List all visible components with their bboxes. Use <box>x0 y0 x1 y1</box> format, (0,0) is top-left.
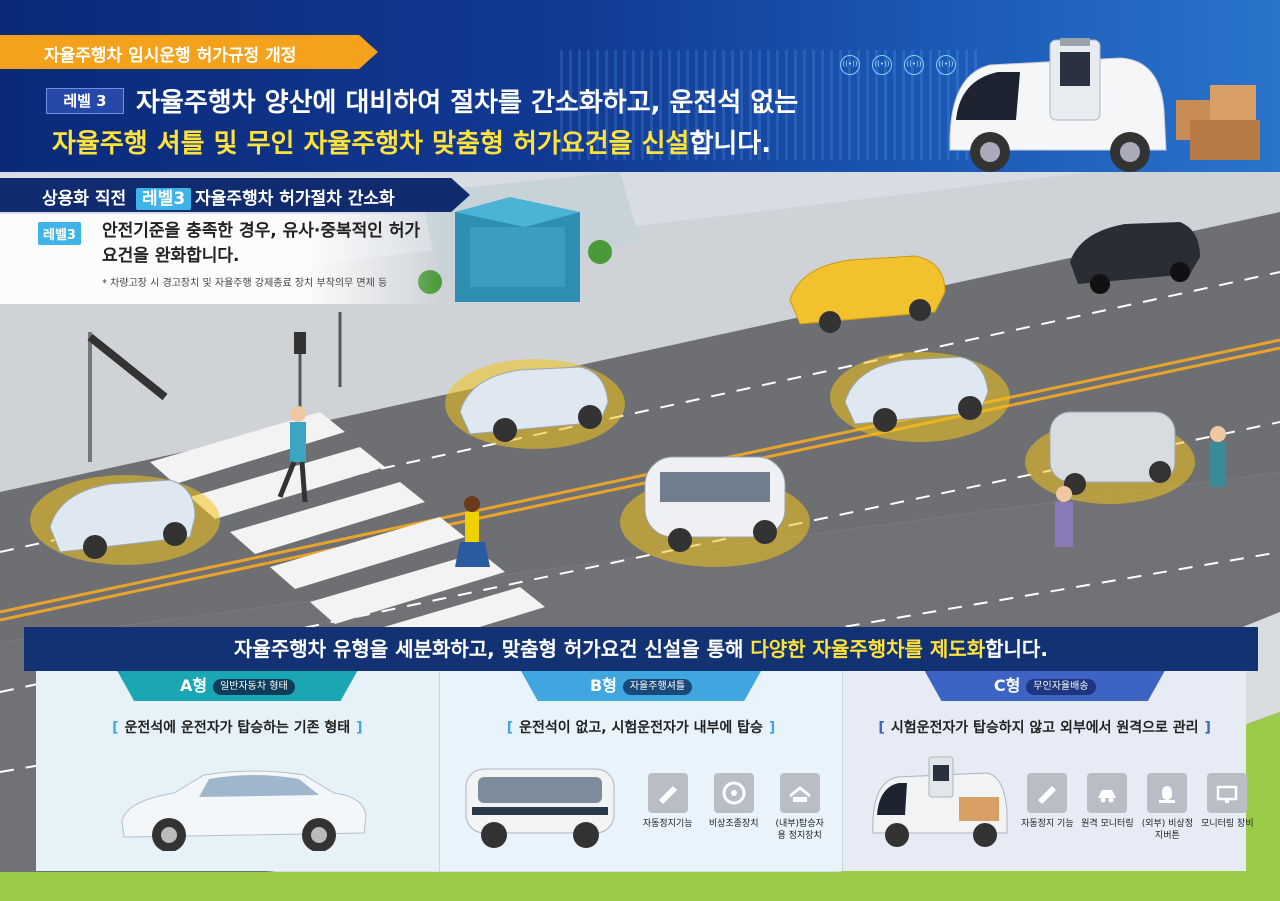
type-b-desc-text: 운전석이 없고, 시험운전자가 내부에 탑승 <box>519 720 763 736</box>
type-c-desc-text: 시험운전자가 탑승하지 않고 외부에서 원격으로 관리 <box>890 720 1199 736</box>
section2-title: 자율주행차 유형을 세분화하고, 맞춤형 허가요건 신설을 통해 다양한 자율주… <box>24 627 1258 671</box>
panel-type-b: B형 자율주행셔틀 [운전석이 없고, 시험운전자가 내부에 탑승] 자동정지기능… <box>439 671 844 871</box>
monitoring-device-icon <box>1207 773 1248 813</box>
panel-type-a: A형 일반자동차 형태 [운전석에 운전자가 탑승하는 기존 형태] <box>36 671 440 871</box>
header: ((•)) ((•)) ((•)) ((•)) <box>0 0 1280 172</box>
type-a-sub: 일반자동차 형태 <box>213 679 295 695</box>
header-banner: 자율주행차 임시운행 허가규정 개정 <box>0 35 378 69</box>
type-panels: A형 일반자동차 형태 [운전석에 운전자가 탑승하는 기존 형태] B형 자율주행… <box>36 671 1254 871</box>
type-b-desc: [운전석이 없고, 시험운전자가 내부에 탑승] <box>506 720 776 736</box>
feature-item: 자동정지기능 <box>640 773 696 842</box>
signal-icon: ((•)) <box>840 55 860 75</box>
type-b-features: 자동정지기능 비상조종장치 (내부)탑승자용 정지장치 <box>640 773 828 842</box>
feature-item: 원격 모니터링 <box>1079 773 1135 842</box>
section2-title-highlight: 다양한 자율주행차를 제도화 <box>750 637 986 661</box>
grass-strip <box>0 872 1280 901</box>
section1-title: 자율주행차 허가절차 간소화 <box>195 189 395 209</box>
feature-item: 비상조종장치 <box>706 773 762 842</box>
panel-type-c: C형 무인자율배송 [시험운전자가 탑승하지 않고 외부에서 원격으로 관리] 자… <box>843 671 1254 871</box>
emergency-control-icon <box>713 773 754 813</box>
section1-badge: 레벨3 <box>136 188 192 210</box>
boarding-stop-icon <box>779 773 820 813</box>
type-b-sub: 자율주행셔틀 <box>622 679 693 695</box>
tab-type-c: C형 무인자율배송 <box>924 671 1165 701</box>
type-c-features: 자동정지 기능 원격 모니터링 (외부) 비상정지버튼 모니터링 장비 <box>1019 773 1255 842</box>
auto-stop-icon <box>1027 773 1068 813</box>
type-c-desc: [시험운전자가 탑승하지 않고 외부에서 원격으로 관리] <box>878 720 1211 736</box>
feature-label: (내부)탑승자용 정지장치 <box>775 819 824 841</box>
type-b-label: B형 <box>589 676 617 695</box>
shuttle-illustration <box>465 768 615 848</box>
delivery-vehicle-illustration <box>949 38 1260 172</box>
signal-icon: ((•)) <box>904 55 924 75</box>
headline-suffix: 합니다. <box>689 129 772 159</box>
feature-label: 비상조종장치 <box>708 819 759 829</box>
feature-label: 자동정지기능 <box>642 819 693 829</box>
feature-label: 자동정지 기능 <box>1021 819 1074 829</box>
type-a-label: A형 <box>179 676 208 695</box>
headline-line2: 자율주행 셔틀 및 무인 자율주행차 맞춤형 허가요건을 신설합니다. <box>52 123 771 160</box>
feature-label: 원격 모니터링 <box>1081 819 1134 829</box>
info-note: * 차량고장 시 경고장치 및 자율주행 강제종료 장치 부착의무 면제 등 <box>102 278 388 289</box>
info-badge: 레벨3 <box>38 222 81 245</box>
feature-item: 자동정지 기능 <box>1019 773 1075 842</box>
feature-item: (외부) 비상정지버튼 <box>1139 773 1195 842</box>
tab-type-b: B형 자율주행셔틀 <box>521 671 761 701</box>
feature-item: 모니터링 장비 <box>1199 773 1255 842</box>
emergency-button-icon <box>1147 773 1188 813</box>
headline-line1: 자율주행차 양산에 대비하여 절차를 간소화하고, 운전석 없는 <box>136 88 799 118</box>
headline-highlight: 자율주행 셔틀 및 무인 자율주행차 맞춤형 허가요건을 신설 <box>52 129 690 159</box>
remote-monitor-icon <box>1087 773 1128 813</box>
signal-icon: ((•)) <box>936 55 956 75</box>
type-a-desc-text: 운전석에 운전자가 탑승하는 기존 형태 <box>124 720 351 736</box>
type-c-sub: 무인자율배송 <box>1026 679 1096 695</box>
info-text: 안전기준을 충족한 경우, 유사·중복적인 허가요건을 완화합니다. <box>102 221 421 266</box>
delivery-robot-illustration <box>872 756 1008 847</box>
type-a-desc: [운전석에 운전자가 탑승하는 기존 형태] <box>112 720 363 736</box>
feature-item: (내부)탑승자용 정지장치 <box>772 773 828 842</box>
section1-prefix: 상용화 직전 <box>42 189 127 209</box>
auto-stop-icon <box>647 773 688 813</box>
sedan-illustration <box>121 770 367 851</box>
tab-type-a: A형 일반자동차 형태 <box>117 671 358 701</box>
feature-label: (외부) 비상정지버튼 <box>1141 819 1193 841</box>
signal-icon: ((•)) <box>872 55 892 75</box>
signal-icons: ((•)) ((•)) ((•)) ((•)) <box>840 55 956 75</box>
type-c-label: C형 <box>993 676 1021 695</box>
level-badge: 레벨 3 <box>46 88 124 114</box>
section2-title-suffix: 합니다. <box>985 637 1048 661</box>
section2-title-prefix: 자율주행차 유형을 세분화하고, 맞춤형 허가요건 신설을 통해 <box>234 637 751 661</box>
feature-label: 모니터링 장비 <box>1201 819 1254 829</box>
